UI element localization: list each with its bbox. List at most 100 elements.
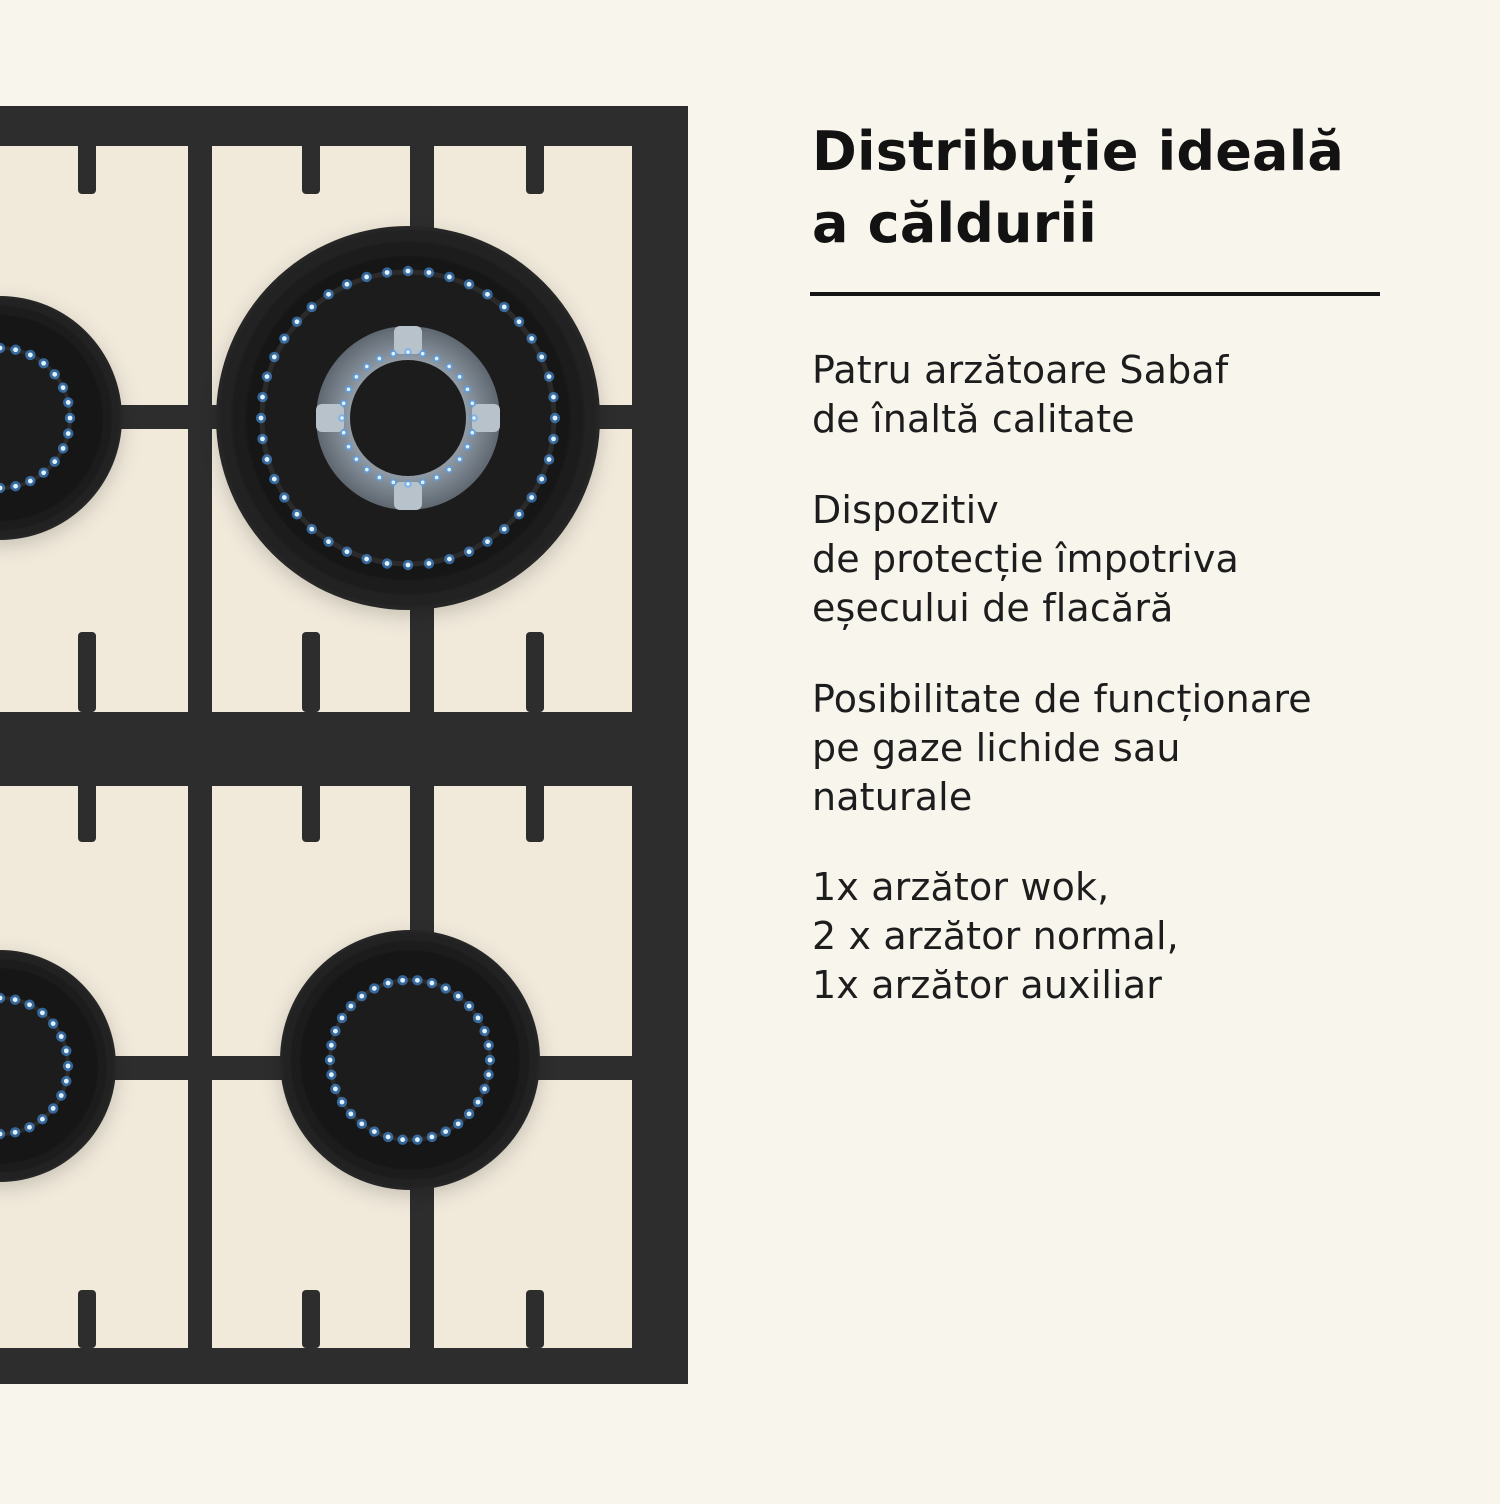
flame-core	[486, 1072, 492, 1078]
flame-glow	[0, 992, 6, 1004]
flame-core	[346, 387, 351, 392]
flame-core	[264, 457, 270, 462]
flame-core	[333, 1086, 338, 1092]
flame-core	[466, 1111, 472, 1117]
flame-core	[472, 416, 476, 420]
flame-core	[501, 526, 507, 532]
flame-core	[52, 371, 58, 377]
flame-core	[258, 415, 264, 421]
flame-core	[67, 415, 73, 421]
feature-line: eșecului de flacără	[812, 586, 1174, 630]
flame-core	[377, 356, 382, 361]
feature-line: pe gaze lichide sau	[812, 726, 1181, 770]
flame-core	[58, 1093, 64, 1098]
flame-core	[339, 1015, 345, 1021]
flame-core	[13, 347, 18, 353]
flame-core	[429, 1134, 435, 1140]
flame-glow	[0, 1128, 6, 1140]
headline-line-2: a căldurii	[812, 192, 1097, 255]
flame-core	[264, 374, 270, 379]
flame-core	[516, 511, 522, 517]
flame-ring	[338, 348, 478, 488]
flame-core	[354, 457, 359, 461]
flame-core	[465, 444, 470, 449]
flame-core	[414, 1137, 420, 1143]
flame-core	[434, 475, 439, 480]
flame-ring	[0, 342, 76, 494]
flame-core	[333, 1028, 338, 1034]
flame-core	[309, 304, 315, 310]
flame-core	[486, 1042, 492, 1048]
flame-core	[63, 1078, 69, 1084]
feature-line: 1x arzător auxiliar	[812, 963, 1163, 1007]
flame-core	[260, 394, 265, 400]
flame-core	[339, 1099, 345, 1105]
flame-core	[455, 1121, 461, 1127]
flame-core	[400, 977, 406, 983]
flame-core	[326, 539, 331, 545]
flame-core	[447, 467, 451, 472]
flame-core	[371, 1129, 377, 1135]
flame-core	[434, 356, 439, 361]
section-divider	[810, 292, 1380, 296]
flame-core	[466, 1003, 472, 1009]
flame-core	[529, 495, 535, 500]
flame-core	[271, 354, 277, 360]
flame-core	[371, 985, 377, 991]
flame-core	[482, 1028, 487, 1034]
flame-core	[365, 364, 369, 369]
flame-core	[447, 364, 451, 369]
flame-core	[377, 475, 382, 480]
flame-core	[50, 1021, 56, 1026]
flame-ring	[324, 975, 496, 1145]
flame-core	[364, 556, 369, 562]
flame-core	[465, 387, 470, 392]
flame-core	[0, 485, 3, 491]
flame-core	[326, 291, 331, 297]
flame-core	[516, 319, 522, 325]
flame-core	[60, 385, 66, 391]
flame-core	[457, 375, 462, 379]
flame-core	[271, 476, 277, 482]
bottom-grate-prong	[526, 1290, 544, 1348]
wok-center-cap	[350, 360, 466, 476]
feature-line: 1x arzător wok,	[812, 865, 1110, 909]
flame-core	[406, 350, 410, 354]
flame-core	[466, 549, 472, 555]
flame-core	[41, 470, 47, 476]
gas-hob-illustration-svg	[0, 106, 688, 1384]
top-grate-prong	[526, 106, 544, 194]
feature-line: naturale	[812, 775, 973, 819]
flame-core	[405, 268, 411, 274]
flame-core	[455, 993, 461, 999]
flame-glow	[0, 342, 6, 354]
bottom-grate-prong	[302, 748, 320, 842]
flame-core	[0, 1131, 3, 1137]
text-content: Distribuție ideală a căldurii	[812, 116, 1452, 260]
flame-core	[406, 482, 410, 486]
flame-core	[539, 354, 545, 360]
feature-line: Dispozitiv	[812, 488, 999, 532]
flame-core	[426, 270, 432, 275]
flame-core	[400, 1137, 406, 1143]
flame-core	[346, 444, 351, 449]
flame-core	[50, 1106, 56, 1111]
flame-core	[447, 274, 452, 280]
top-grate-vertical-bar-left	[188, 106, 212, 748]
bottom-grate-vertical-bar-left	[188, 748, 212, 1384]
wok-steel-lug	[472, 404, 500, 432]
flame-core	[384, 561, 390, 566]
flame-core	[348, 1003, 354, 1009]
flame-core	[385, 980, 391, 986]
flame-core	[443, 1129, 449, 1135]
flame-core	[52, 459, 58, 465]
wok-steel-lug	[316, 404, 344, 432]
flame-core	[27, 352, 33, 358]
flame-core	[65, 400, 71, 405]
flame-core	[63, 1048, 69, 1054]
feature-block-burners: Patru arzătoare Sabaf de înaltă calitate	[812, 346, 1452, 444]
feature-line: Posibilitate de funcționare	[812, 677, 1312, 721]
flame-core	[341, 430, 346, 435]
feature-block-burner-types: 1x arzător wok, 2 x arzător normal, 1x a…	[812, 863, 1452, 1010]
bottom-grate-prong	[526, 748, 544, 842]
